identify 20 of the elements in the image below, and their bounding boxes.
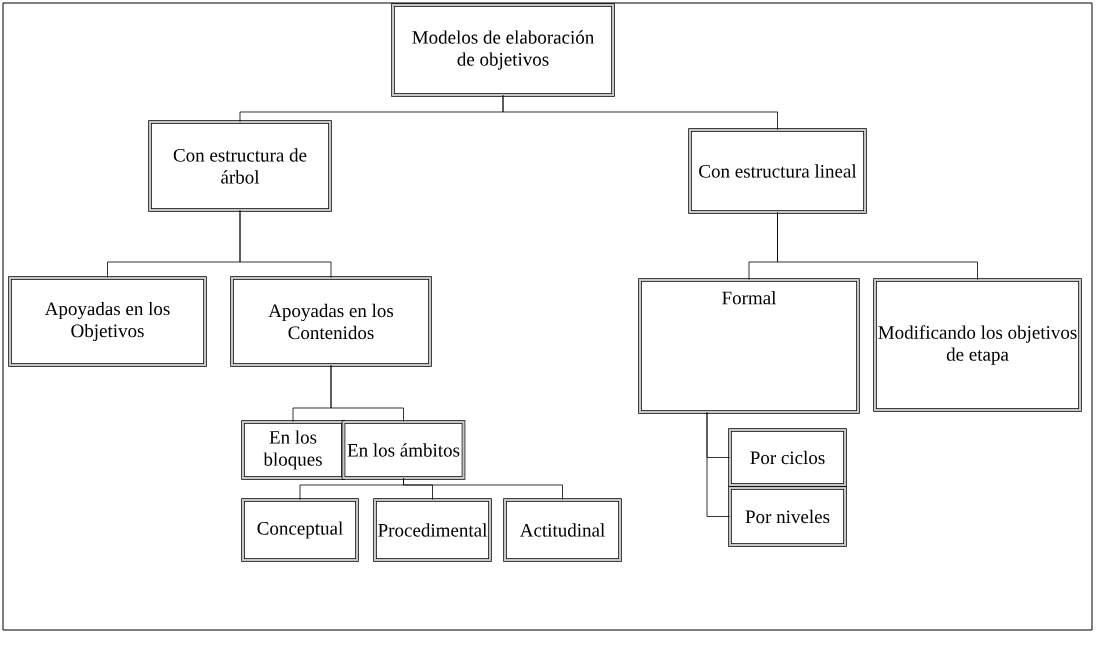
text-box: En los ámbitos xyxy=(341,420,466,480)
text-box: Con estructura lineal xyxy=(688,128,867,214)
text-box: En los bloques xyxy=(241,420,345,480)
connector-line xyxy=(706,411,731,517)
text-box: Apoyadas en los Objetivos xyxy=(8,276,207,367)
text-box: Procedimental xyxy=(373,498,492,562)
text-box: Con estructura de árbol xyxy=(148,120,332,212)
text-box: Por ciclos xyxy=(728,428,847,487)
connector-line xyxy=(502,94,778,131)
text-box: Modelos de elaboración de objetivos xyxy=(391,3,615,97)
text-box: Por niveles xyxy=(728,486,847,547)
text-box: Conceptual xyxy=(241,498,359,562)
text-box: Modificando los objetivos de etapa xyxy=(873,278,1082,412)
connector-line xyxy=(239,209,332,279)
connector-line xyxy=(777,211,978,281)
text-box: Actitudinal xyxy=(503,498,622,562)
connector-line xyxy=(330,364,404,423)
connector-line xyxy=(403,477,563,501)
text-box: Apoyadas en los Contenidos xyxy=(230,276,432,367)
text-box: Formal xyxy=(638,278,860,414)
